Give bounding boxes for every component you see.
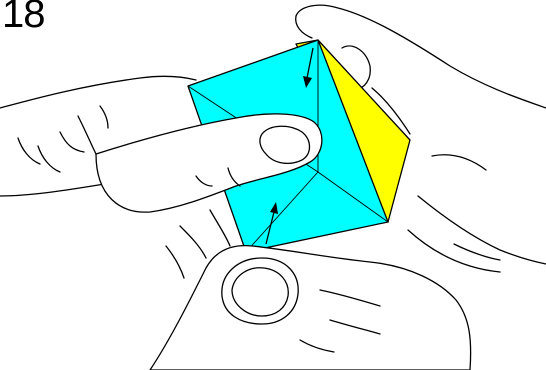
step-number: 18 (2, 0, 45, 36)
left-thumb (95, 113, 323, 213)
arrow-up-icon (265, 202, 278, 245)
right-thumb (149, 209, 472, 370)
arrow-down-icon (303, 47, 314, 88)
